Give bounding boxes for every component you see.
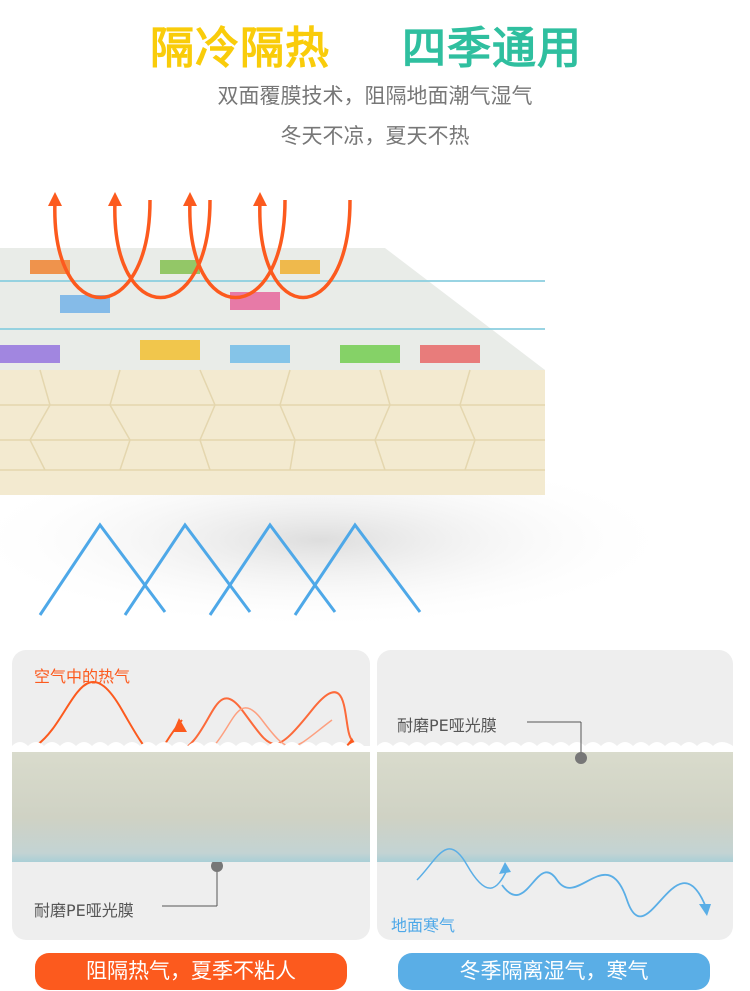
- subtitle-line-1: 双面覆膜技术，阻隔地面潮气湿气: [217, 84, 533, 108]
- subtitle-line-2: 冬天不凉，夏天不热: [280, 124, 470, 148]
- caption-cold-blocking: 冬季隔离湿气，寒气: [398, 953, 710, 990]
- headline-insulation: 隔冷隔热: [150, 23, 330, 74]
- film-label-right: 耐磨PE哑光膜: [397, 716, 497, 735]
- hot-air-waves: [12, 681, 370, 907]
- heat-arrows: [53, 199, 352, 299]
- foam-cross-section: [12, 752, 370, 862]
- foam-cross-section: [377, 752, 733, 862]
- caption-heat-blocking: 阻隔热气，夏季不粘人: [35, 953, 347, 990]
- panel-heat-blocking: 空气中的热气 耐磨PE哑光膜: [12, 650, 370, 940]
- hot-air-label: 空气中的热气: [34, 667, 131, 686]
- cold-arrows: [38, 522, 422, 616]
- headline-all-season: 四季通用: [402, 23, 582, 74]
- panel-cold-blocking: 耐磨PE哑光膜 地面寒气: [377, 650, 733, 940]
- foam-side: [0, 370, 545, 495]
- film-label-left: 耐磨PE哑光膜: [34, 901, 134, 920]
- ground-cold-waves: [377, 721, 733, 918]
- cartoon-pattern: [0, 260, 545, 363]
- mat-illustration: [0, 192, 680, 630]
- ground-cold-label: 地面寒气: [391, 916, 456, 935]
